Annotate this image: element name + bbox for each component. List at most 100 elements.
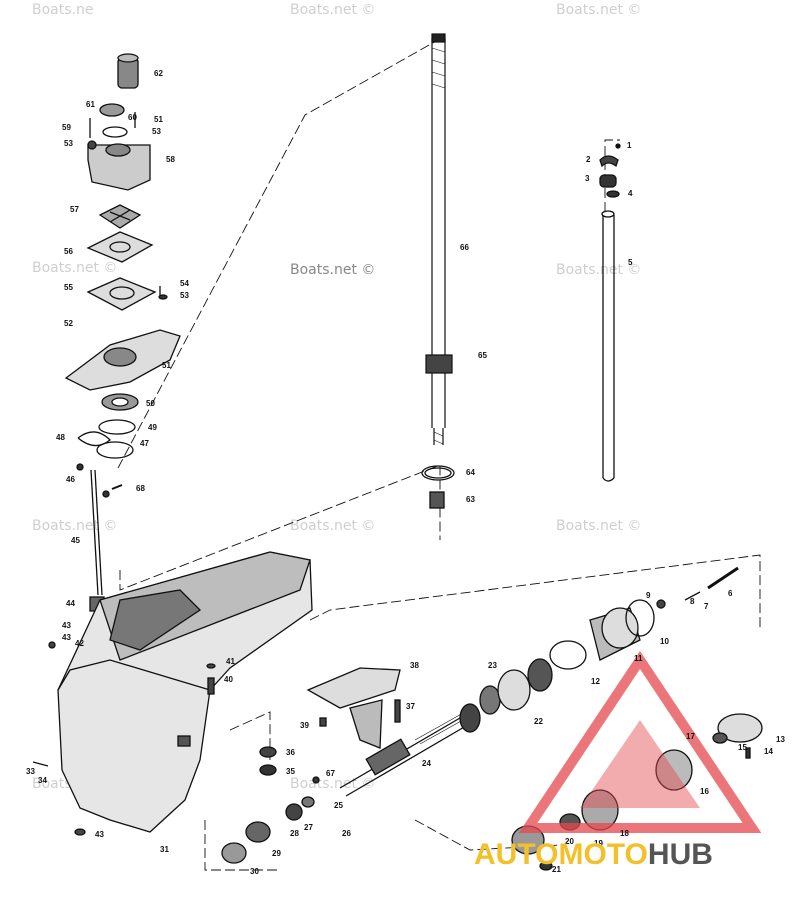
callout-label: 36 — [286, 748, 295, 757]
callout-label: 54 — [180, 279, 189, 288]
callout-label: 11 — [634, 654, 643, 663]
callout-label: 45 — [71, 536, 80, 545]
guide-line — [117, 39, 439, 469]
gear-22 — [459, 703, 481, 733]
callout-label: 4 — [628, 189, 633, 198]
watermark: Boats.net © — [556, 518, 642, 534]
washer-4 — [606, 190, 620, 198]
tab-6 — [707, 566, 739, 590]
bushing-3 — [599, 174, 617, 188]
shift-shaft — [601, 210, 615, 482]
drive-shaft — [425, 33, 453, 445]
bearing-64 — [429, 491, 445, 509]
logo-mark — [518, 650, 762, 833]
callout-label: 67 — [326, 769, 335, 778]
nut-17 — [712, 732, 728, 744]
callout-label: 64 — [466, 468, 475, 477]
callout-label: 44 — [66, 599, 75, 608]
callout-label: 13 — [776, 735, 785, 744]
callout-label: 2 — [586, 155, 591, 164]
watermark: Boats.ne — [32, 2, 94, 18]
watermark: Boats.net © — [290, 262, 376, 278]
callout-label: 63 — [466, 495, 475, 504]
callout-label: 40 — [224, 675, 233, 684]
logo-part-hub: HUB — [647, 838, 713, 871]
callout-label: 55 — [64, 283, 73, 292]
callout-label: 61 — [86, 100, 95, 109]
callout-label: 51 — [162, 361, 171, 370]
screw-9 — [656, 599, 666, 609]
callout-label: 39 — [300, 721, 309, 730]
callout-label: 52 — [64, 319, 73, 328]
callout-label: 41 — [226, 657, 235, 666]
gear-27 — [285, 803, 303, 821]
callout-label: 50 — [146, 399, 155, 408]
guide-line — [414, 819, 561, 851]
watermark: Boats.net © — [290, 2, 376, 18]
callout-label: 15 — [738, 743, 747, 752]
callout-label: 53 — [180, 291, 189, 300]
bearing-23 — [497, 669, 531, 711]
callout-label: 68 — [136, 484, 145, 493]
callout-label: 56 — [64, 247, 73, 256]
callout-label: 8 — [690, 597, 695, 606]
clip-1 — [615, 143, 621, 149]
watermark: Boats.net © — [32, 260, 118, 276]
bolt-33 — [32, 761, 49, 767]
callout-label: 29 — [272, 849, 281, 858]
guide-line — [309, 554, 761, 630]
o-ring-12 — [549, 640, 587, 670]
pinion-25 — [301, 796, 315, 808]
callout-label: 53 — [152, 127, 161, 136]
callout-label: 43 — [95, 830, 104, 839]
callout-label: 59 — [62, 123, 71, 132]
callout-label: 43 — [62, 633, 71, 642]
callout-label: 9 — [646, 591, 651, 600]
guide-line — [604, 139, 620, 212]
callout-label: 5 — [628, 258, 633, 267]
callout-label: 21 — [552, 865, 561, 874]
bearing-29 — [245, 821, 271, 843]
callout-label: 18 — [620, 829, 629, 838]
callout-label: 31 — [160, 845, 169, 854]
callout-label: 20 — [565, 837, 574, 846]
nut-36 — [259, 746, 277, 758]
callout-label: 34 — [38, 776, 47, 785]
callout-label: 53 — [64, 139, 73, 148]
logo: AUTOMOTOHUB — [474, 838, 713, 872]
callout-label: 22 — [534, 717, 543, 726]
callout-label: 57 — [70, 205, 79, 214]
screw-68 — [312, 776, 320, 784]
callout-label: 23 — [488, 661, 497, 670]
logo-part-moto: MOTO — [558, 838, 648, 871]
o-ring-10 — [625, 599, 655, 637]
callout-label: 46 — [66, 475, 75, 484]
callout-label: 66 — [460, 243, 469, 252]
callout-label: 27 — [304, 823, 313, 832]
watermark: Boats.net © — [556, 2, 642, 18]
callout-label: 62 — [154, 69, 163, 78]
callout-label: 37 — [406, 702, 415, 711]
watermark: Boats.net © — [556, 262, 642, 278]
guide-line — [229, 711, 271, 760]
callout-label: 17 — [686, 732, 695, 741]
callout-label: 49 — [148, 423, 157, 432]
watermark: Boats.net © — [32, 518, 118, 534]
callout-label: 7 — [704, 602, 709, 611]
watermark: Boats.net © — [290, 518, 376, 534]
callout-label: 35 — [286, 767, 295, 776]
callout-label: 1 — [627, 141, 632, 150]
washer-35 — [259, 764, 277, 776]
water-pump-assembly — [64, 53, 181, 490]
callout-label: 33 — [26, 767, 35, 776]
callout-label: 51 — [154, 115, 163, 124]
logo-part-auto: AUTO — [474, 838, 559, 871]
water-tube — [89, 469, 105, 612]
screw-40 — [207, 677, 215, 695]
guide-line — [204, 820, 280, 871]
callout-label: 47 — [140, 439, 149, 448]
propeller-shaft — [339, 711, 471, 797]
callout-label: 58 — [166, 155, 175, 164]
